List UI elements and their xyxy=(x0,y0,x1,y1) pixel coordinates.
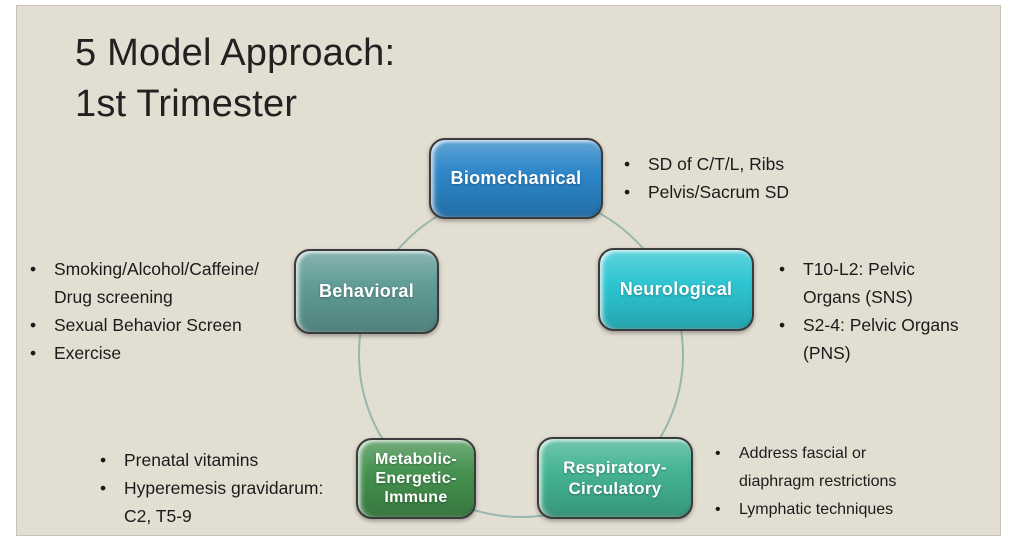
bullet-item: Exercise xyxy=(27,339,307,367)
model-box-neurological: Neurological xyxy=(598,248,754,331)
bullet-item: SD of C/T/L, Ribs xyxy=(621,150,856,178)
bullet-item: S2-4: Pelvic Organs (PNS) xyxy=(776,311,986,367)
model-label-behavioral: Behavioral xyxy=(318,281,415,301)
bullet-list-biomechanical: SD of C/T/L, Ribs Pelvis/Sacrum SD xyxy=(621,150,856,206)
bullet-item: Smoking/Alcohol/Caffeine/ Drug screening xyxy=(27,255,307,311)
bullet-item: Sexual Behavior Screen xyxy=(27,311,307,339)
bullet-item: Pelvis/Sacrum SD xyxy=(621,178,856,206)
slide-canvas: 5 Model Approach: 1st Trimester Biomecha… xyxy=(16,5,1001,536)
bullet-list-metabolic-energetic-immune: Prenatal vitamins Hyperemesis gravidarum… xyxy=(97,446,347,530)
model-box-metabolic-energetic-immune: Metabolic- Energetic- Immune xyxy=(356,438,476,519)
bullet-item: Hyperemesis gravidarum: C2, T5-9 xyxy=(97,474,347,530)
bullet-item: Address fascial or diaphragm restriction… xyxy=(712,440,922,496)
model-label-biomechanical: Biomechanical xyxy=(450,168,582,188)
bullet-item: T10-L2: Pelvic Organs (SNS) xyxy=(776,255,986,311)
bullet-item: Lymphatic techniques xyxy=(712,496,922,524)
model-box-behavioral: Behavioral xyxy=(294,249,439,334)
model-label-neurological: Neurological xyxy=(619,279,733,299)
model-label-metabolic-energetic-immune: Metabolic- Energetic- Immune xyxy=(374,451,458,506)
bullet-list-neurological: T10-L2: Pelvic Organs (SNS) S2-4: Pelvic… xyxy=(776,255,986,367)
bullet-item: Prenatal vitamins xyxy=(97,446,347,474)
bullet-list-respiratory-circulatory: Address fascial or diaphragm restriction… xyxy=(712,440,922,524)
model-label-respiratory-circulatory: Respiratory- Circulatory xyxy=(563,458,667,498)
model-box-biomechanical: Biomechanical xyxy=(429,138,603,219)
slide-title: 5 Model Approach: 1st Trimester xyxy=(75,32,396,125)
bullet-list-behavioral: Smoking/Alcohol/Caffeine/ Drug screening… xyxy=(27,255,307,367)
model-box-respiratory-circulatory: Respiratory- Circulatory xyxy=(537,437,693,519)
